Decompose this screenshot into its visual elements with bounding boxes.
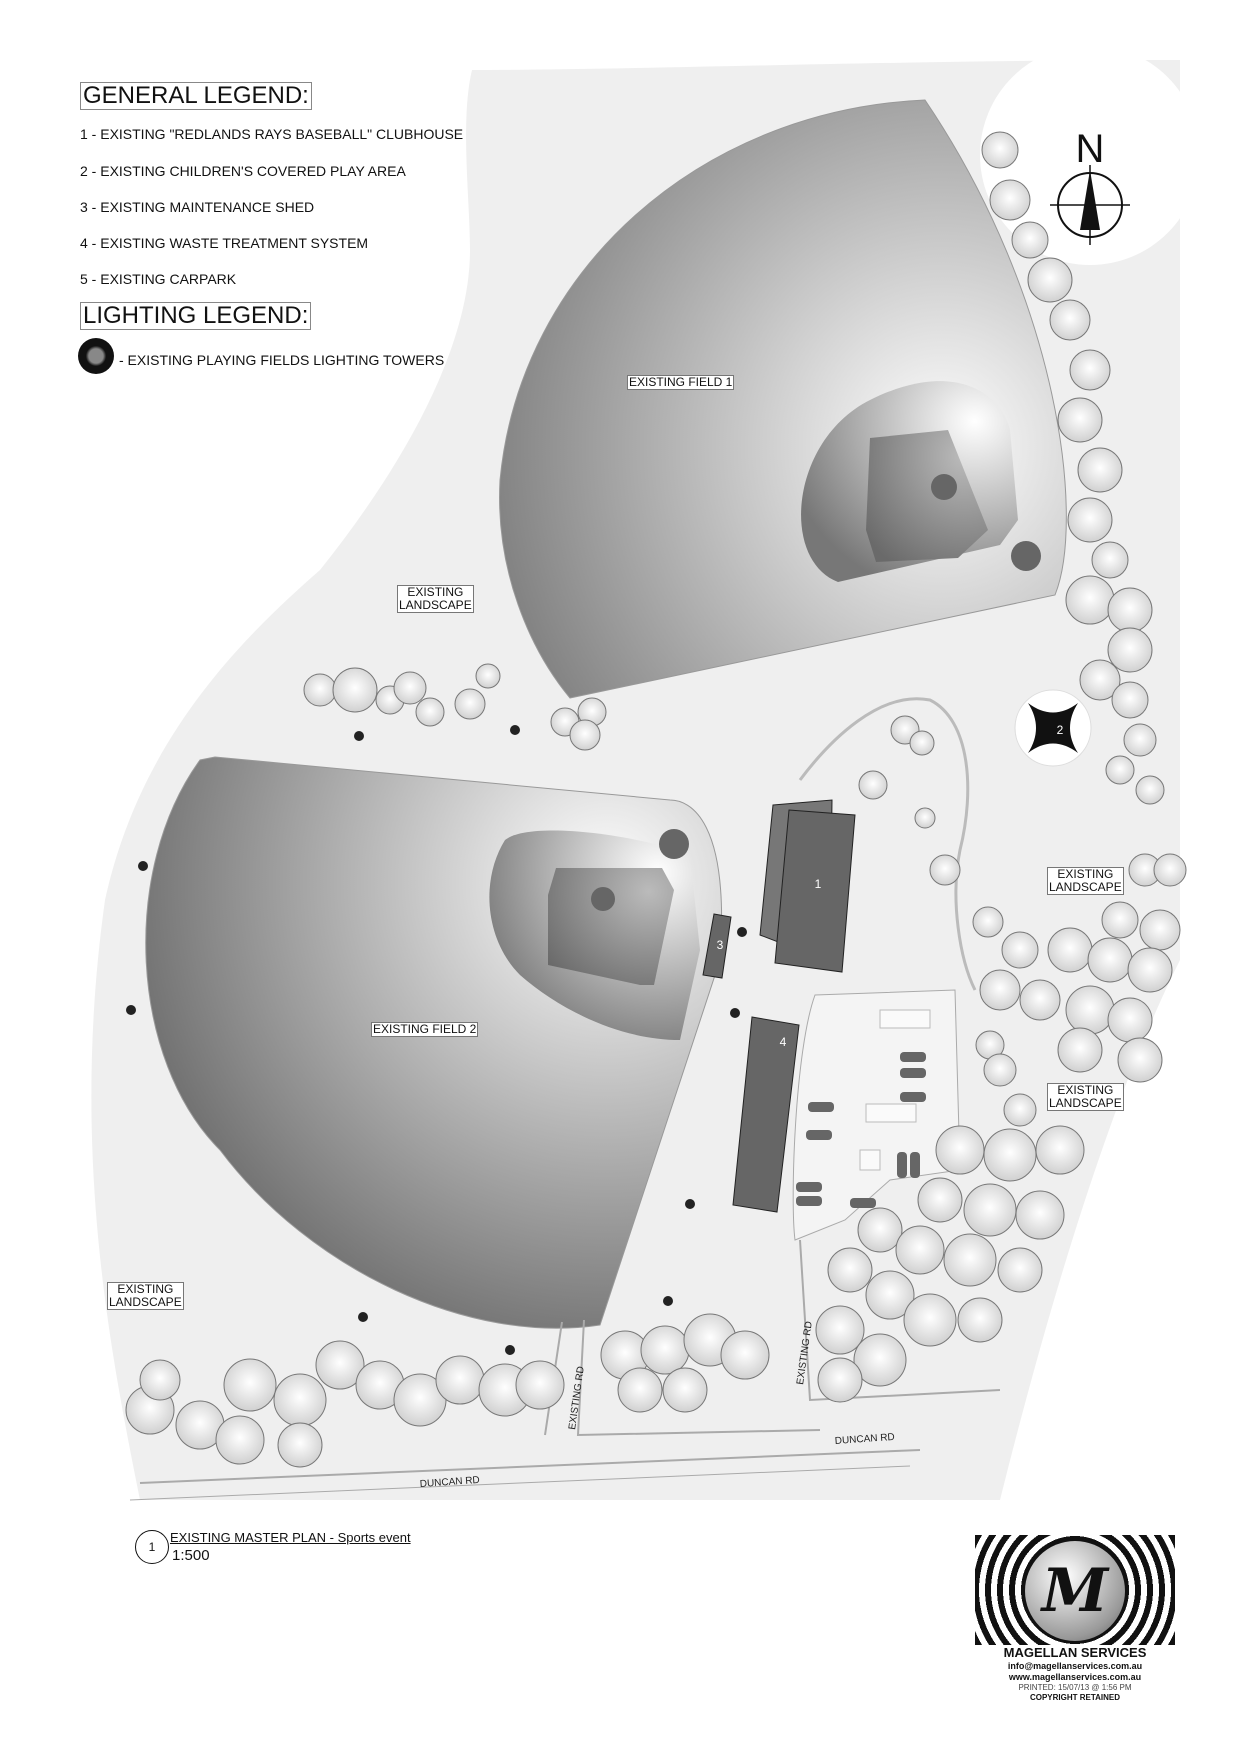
building-1-clubhouse [774, 809, 856, 973]
lighting-legend-title: LIGHTING LEGEND: [80, 302, 312, 330]
copyright: COPYRIGHT RETAINED [1029, 1693, 1121, 1702]
building-3-label: 3 [717, 938, 724, 952]
legend-item-maintenance-shed: 3 - EXISTING MAINTENANCE SHED [80, 199, 315, 215]
plan-title: EXISTING MASTER PLAN - Sports event [170, 1530, 411, 1545]
existing-rd-line-right [799, 1239, 1001, 1402]
printed-date: PRINTED: 15/07/13 @ 1:56 PM [1018, 1683, 1132, 1692]
building-2-label: 2 [1057, 723, 1064, 737]
legend-item-clubhouse: 1 - EXISTING "REDLANDS RAYS BASEBALL" CL… [80, 126, 464, 142]
trees [125, 131, 1187, 1468]
lighting-tower-field2 [659, 829, 689, 859]
north-arrow-area [980, 45, 1200, 265]
legend-item-carpark: 5 - EXISTING CARPARK [80, 271, 237, 287]
company-website: www.magellanservices.com.au [1008, 1672, 1142, 1682]
view-number-circle: 1 [135, 1530, 169, 1564]
field-1-label: EXISTING FIELD 1 [627, 375, 735, 390]
lighting-tower-icon [78, 338, 114, 374]
building-4-label: 4 [780, 1035, 787, 1049]
company-name: MAGELLAN SERVICES [1003, 1645, 1147, 1660]
lighting-tower-field1 [1011, 541, 1041, 571]
legend-item-play-area: 2 - EXISTING CHILDREN'S COVERED PLAY ARE… [80, 163, 406, 179]
legend-item-waste-treatment: 4 - EXISTING WASTE TREATMENT SYSTEM [80, 235, 369, 251]
magellan-logo: M [975, 1535, 1175, 1645]
duncan-rd-label-right: DUNCAN RD [834, 1432, 895, 1447]
north-label: N [1076, 127, 1105, 171]
north-arrow-icon [1050, 165, 1130, 245]
building-3-shed [702, 913, 732, 979]
field-1-diamond [866, 430, 988, 562]
field-2-diamond [548, 868, 674, 985]
lighting-towers [126, 725, 747, 1355]
field-1-mound [931, 474, 957, 500]
duncan-rd-label-left: DUNCAN RD [419, 1475, 480, 1490]
lighting-legend-item: - EXISTING PLAYING FIELDS LIGHTING TOWER… [119, 352, 445, 368]
building-4-waste [732, 1016, 800, 1213]
plan-scale: 1:500 [172, 1547, 210, 1564]
carpark-cars [796, 1052, 926, 1208]
duncan-rd-line [139, 1449, 921, 1484]
company-email: info@magellanservices.com.au [1007, 1661, 1143, 1671]
building-1-label: 1 [815, 877, 822, 891]
driveway [798, 697, 977, 991]
general-legend-title: GENERAL LEGEND: [80, 82, 312, 110]
logo-m-letter: M [1025, 1541, 1125, 1641]
field-2-label: EXISTING FIELD 2 [371, 1022, 479, 1037]
carpark-hatching [859, 1009, 931, 1171]
field-2-mound [591, 887, 615, 911]
